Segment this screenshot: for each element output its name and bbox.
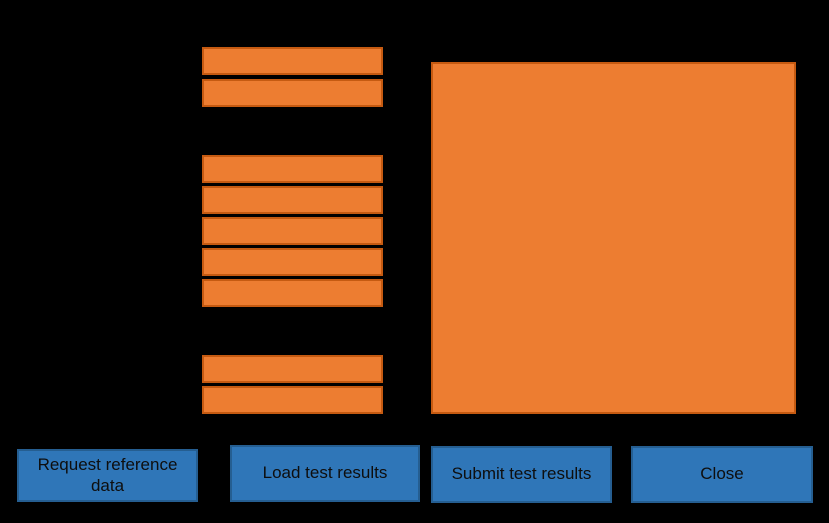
input-field[interactable] <box>202 279 383 307</box>
input-field[interactable] <box>202 155 383 183</box>
input-field[interactable] <box>202 248 383 276</box>
field-group-2 <box>202 155 383 307</box>
input-fields-column <box>202 0 383 445</box>
input-field[interactable] <box>202 79 383 107</box>
input-field[interactable] <box>202 386 383 414</box>
request-reference-data-button[interactable]: Request reference data <box>17 449 198 502</box>
input-field[interactable] <box>202 355 383 383</box>
input-field[interactable] <box>202 186 383 214</box>
close-button[interactable]: Close <box>631 446 813 503</box>
input-field[interactable] <box>202 47 383 75</box>
submit-test-results-button[interactable]: Submit test results <box>431 446 612 503</box>
field-group-1 <box>202 47 383 107</box>
field-group-3 <box>202 355 383 414</box>
input-field[interactable] <box>202 217 383 245</box>
results-text-area[interactable] <box>431 62 796 414</box>
load-test-results-button[interactable]: Load test results <box>230 445 420 502</box>
